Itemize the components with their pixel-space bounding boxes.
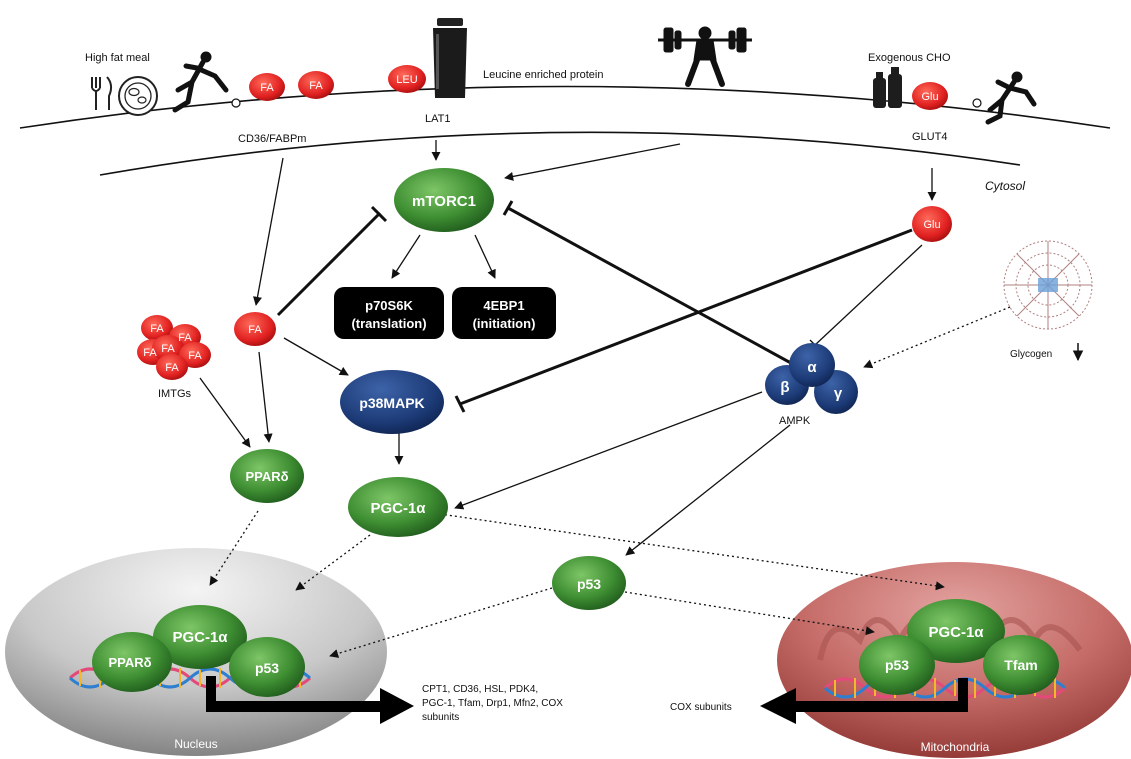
svg-text:p53: p53 — [885, 657, 909, 673]
svg-text:p38MAPK: p38MAPK — [359, 395, 424, 411]
fa-molecule-2: FA — [298, 71, 334, 99]
inhibition-lines — [276, 200, 923, 413]
svg-text:Glu: Glu — [921, 91, 938, 103]
ampk-complex: α β γ — [765, 343, 858, 414]
glycogen-label: Glycogen — [1010, 349, 1052, 360]
svg-text:4EBP1: 4EBP1 — [483, 298, 524, 313]
cutlery-icon — [91, 76, 113, 110]
leu-molecule: LEU — [388, 65, 426, 93]
svg-text:β: β — [780, 379, 789, 396]
svg-text:FA: FA — [143, 347, 157, 359]
svg-text:PPARδ: PPARδ — [108, 655, 151, 670]
svg-text:PGC-1α: PGC-1α — [928, 624, 984, 641]
svg-text:γ: γ — [834, 385, 843, 402]
svg-text:α: α — [807, 359, 817, 376]
inner-membrane — [99, 131, 1021, 176]
p70s6k-box: p70S6K (translation) — [334, 287, 444, 339]
svg-text:(initiation): (initiation) — [473, 316, 536, 331]
soccer-player-icon — [172, 51, 241, 113]
svg-text:FA: FA — [150, 323, 164, 335]
imtgs-cluster: FA FA FA FA FA FA — [137, 315, 211, 380]
svg-text:p70S6K: p70S6K — [365, 298, 413, 313]
p38mapk-node: p38MAPK — [340, 370, 444, 434]
glycogen-icon — [1003, 240, 1093, 330]
mtorc1-node: mTORC1 — [394, 168, 494, 232]
cd36-label: CD36/FABPm — [238, 133, 306, 145]
glu-cytosol: Glu — [912, 206, 952, 242]
4ebp1-box: 4EBP1 (initiation) — [452, 287, 556, 339]
ampk-label: AMPK — [779, 415, 811, 427]
svg-text:mTORC1: mTORC1 — [412, 193, 476, 210]
svg-text:Tfam: Tfam — [1004, 657, 1037, 673]
signal-arrows — [199, 140, 937, 556]
svg-text:FA: FA — [188, 350, 202, 362]
svg-text:PGC-1α: PGC-1α — [370, 500, 426, 517]
weightlifter-icon — [658, 26, 752, 87]
shaker-bottle-icon — [433, 18, 467, 98]
fa-cytosol: FA — [234, 312, 276, 346]
mito-complex: PGC-1α p53 Tfam — [859, 599, 1059, 695]
leucine-protein-label: Leucine enriched protein — [483, 69, 603, 81]
ppard-node: PPARδ — [230, 449, 304, 503]
svg-text:FA: FA — [248, 324, 262, 336]
nuclear-targets-line2: PGC-1, Tfam, Drp1, Mfn2, COX — [422, 698, 563, 709]
svg-text:FA: FA — [165, 362, 179, 374]
nucleus-label: Nucleus — [174, 737, 217, 751]
svg-text:FA: FA — [161, 343, 175, 355]
pgc1a-node: PGC-1α — [348, 477, 448, 537]
svg-text:FA: FA — [178, 332, 192, 344]
mitochondria-label: Mitochondria — [921, 740, 990, 754]
high-fat-meal-label: High fat meal — [85, 52, 150, 64]
glut4-label: GLUT4 — [912, 131, 947, 143]
cytosol-label: Cytosol — [985, 179, 1025, 193]
glu-molecule-outside: Glu — [912, 82, 948, 110]
lat1-label: LAT1 — [425, 113, 450, 125]
nuclear-output-arrow — [206, 676, 414, 724]
drink-bottles-icon — [873, 67, 902, 108]
mito-targets-label: COX subunits — [670, 702, 732, 713]
imtgs-label: IMTGs — [158, 388, 191, 400]
svg-text:(translation): (translation) — [351, 316, 426, 331]
svg-text:Glu: Glu — [923, 219, 940, 231]
svg-text:PPARδ: PPARδ — [245, 469, 288, 484]
svg-text:PGC-1α: PGC-1α — [172, 629, 228, 646]
plate-icon — [118, 76, 158, 116]
svg-text:FA: FA — [260, 82, 274, 94]
fa-molecule-1: FA — [249, 73, 285, 101]
nuclear-targets-line3: subunits — [422, 712, 459, 723]
svg-text:FA: FA — [309, 80, 323, 92]
exogenous-cho-label: Exogenous CHO — [868, 52, 951, 64]
svg-text:p53: p53 — [577, 576, 601, 592]
dotted-arrows — [209, 306, 1011, 658]
svg-text:p53: p53 — [255, 660, 279, 676]
nuclear-complex: PGC-1α PPARδ p53 — [92, 605, 305, 697]
mito-output-arrow — [760, 678, 968, 724]
svg-text:LEU: LEU — [396, 74, 417, 86]
p53-node: p53 — [552, 556, 626, 610]
soccer-player-right-icon — [972, 71, 1037, 125]
nuclear-targets-line1: CPT1, CD36, HSL, PDK4, — [422, 684, 538, 695]
